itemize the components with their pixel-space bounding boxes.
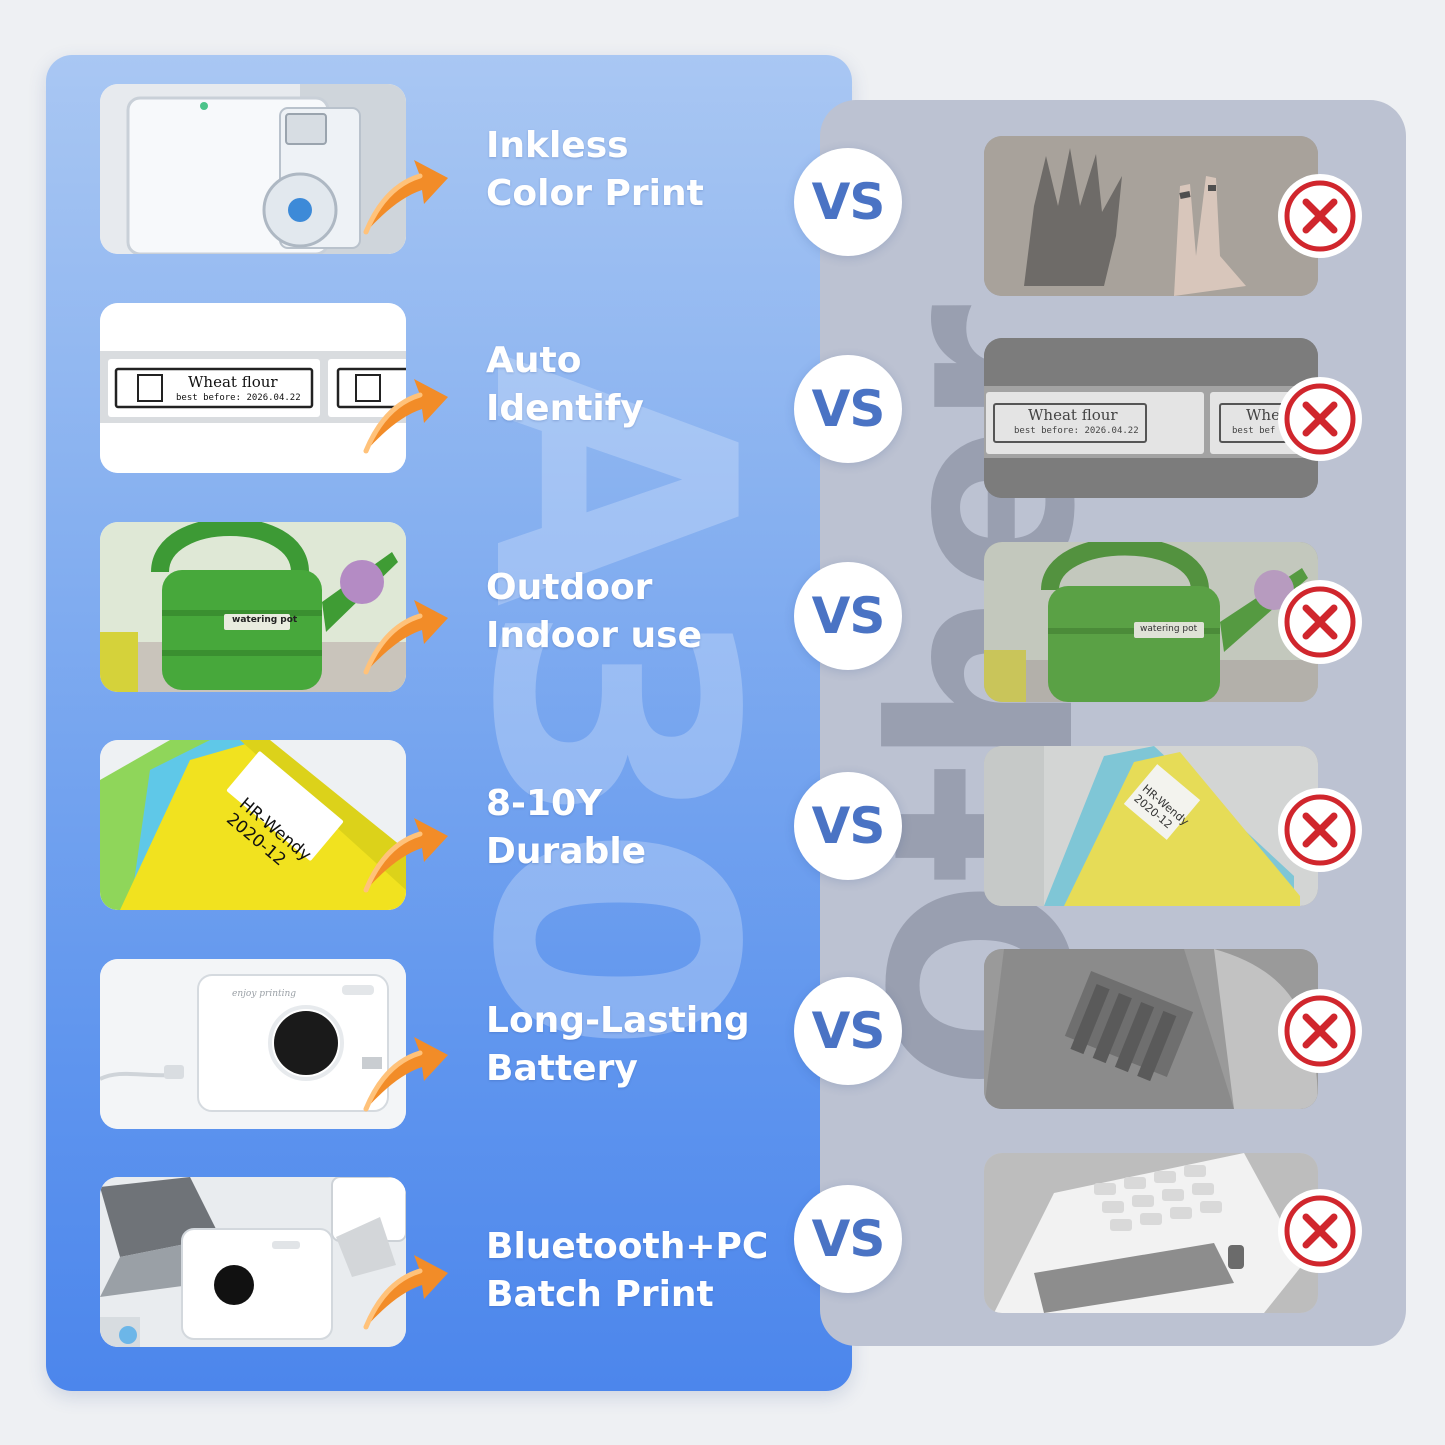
- label-date-cut: best bef: [1232, 426, 1276, 436]
- label-printer-cutaway-image: [100, 84, 406, 254]
- watering-can-faded-image: watering pot: [984, 542, 1318, 702]
- x-mark-icon: [1278, 989, 1362, 1073]
- label-date-faded: best before: 2026.04.22: [1014, 426, 1139, 436]
- label-date: best before: 2026.04.22: [176, 393, 301, 403]
- x-mark-icon: [1278, 788, 1362, 872]
- label-strip-image: Wheat flour best before: 2026.04.22: [100, 303, 406, 473]
- comparison-row-auto-identify: Wheat flour best before: 2026.04.22 Auto…: [0, 303, 1445, 498]
- orange-arrow-icon: [363, 160, 448, 235]
- x-mark-icon: [1278, 377, 1362, 461]
- orange-arrow-icon: [363, 1037, 448, 1112]
- orange-arrow-icon: [363, 600, 448, 675]
- label-strip-gray-image: Wheat flour best before: 2026.04.22 Whe …: [984, 338, 1318, 498]
- keypad-printer-image: [984, 1153, 1318, 1313]
- printer-charging-image: enjoy printing: [100, 959, 406, 1129]
- orange-arrow-icon: [363, 1255, 448, 1330]
- label-title-faded: Wheat flour: [1028, 406, 1118, 424]
- x-mark-icon: [1278, 1189, 1362, 1273]
- laptop-phone-printer-image: [100, 1177, 406, 1347]
- label-title: Wheat flour: [188, 373, 278, 391]
- vs-badge: VS: [794, 772, 902, 880]
- tag-label-faded: watering pot: [1140, 624, 1198, 634]
- brand-panel: [46, 55, 852, 1391]
- tag-label: watering pot: [232, 615, 298, 625]
- x-mark-icon: [1278, 580, 1362, 664]
- vs-badge: VS: [794, 562, 902, 670]
- x-mark-icon: [1278, 174, 1362, 258]
- orange-arrow-icon: [363, 818, 448, 893]
- label-title-cut: Whe: [1246, 406, 1280, 424]
- watering-can-image: watering pot: [100, 522, 406, 692]
- battery-compartment-image: [984, 949, 1318, 1109]
- competitor-panel: [820, 100, 1406, 1346]
- vs-badge: VS: [794, 355, 902, 463]
- device-script-text: enjoy printing: [232, 989, 297, 999]
- vs-badge: VS: [794, 148, 902, 256]
- orange-arrow-icon: [363, 379, 448, 454]
- vs-badge: VS: [794, 977, 902, 1085]
- vs-badge: VS: [794, 1185, 902, 1293]
- ink-stained-hands-image: [984, 136, 1318, 296]
